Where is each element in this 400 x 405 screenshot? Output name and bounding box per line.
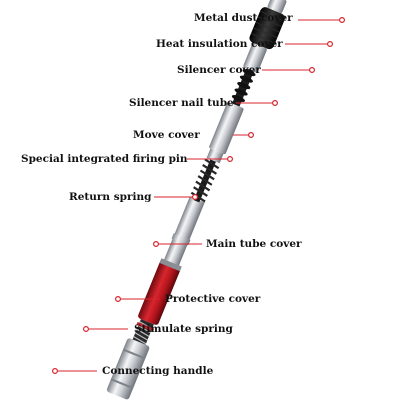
dot-silencer-cover xyxy=(309,66,316,73)
label-connecting-handle: Connecting handle xyxy=(102,365,214,377)
label-silencer-cover: Silencer cover xyxy=(177,64,261,76)
connecting-handle-part xyxy=(106,338,150,400)
main-tube-cover-part xyxy=(164,196,205,266)
dot-stimulate-spring xyxy=(82,326,89,333)
dot-silencer-nail-tube xyxy=(272,99,279,106)
label-move-cover: Move cover xyxy=(133,129,200,141)
label-main-tube-cover: Main tube cover xyxy=(206,238,302,250)
label-metal-dust-cover: Metal dust cover xyxy=(194,12,293,24)
silencer-nail-tube-part xyxy=(231,68,256,107)
label-special-integrated-firing-pin: Special integrated firing pin xyxy=(21,153,188,165)
dot-connecting-handle xyxy=(51,368,58,375)
dot-heat-insulation-cover xyxy=(327,40,334,47)
dot-main-tube-cover xyxy=(153,241,160,248)
dot-firing-pin xyxy=(227,156,234,163)
metal-dust-cover-part xyxy=(267,0,287,13)
label-stimulate-spring: Stimulate spring xyxy=(134,323,233,335)
label-silencer-nail-tube: Silencer nail tube xyxy=(129,97,234,109)
dot-return-spring xyxy=(192,194,199,201)
firing-pin-part xyxy=(206,148,224,164)
protective-cover-part xyxy=(138,259,181,325)
dot-metal-dust-cover xyxy=(339,17,346,24)
silencer-cover-part xyxy=(243,43,267,73)
move-cover-part xyxy=(209,102,244,155)
dot-move-cover xyxy=(248,132,255,139)
label-return-spring: Return spring xyxy=(69,191,152,203)
stimulate-spring-part xyxy=(132,319,155,345)
dot-protective-cover xyxy=(114,296,121,303)
label-protective-cover: Protective cover xyxy=(165,293,261,305)
label-heat-insulation-cover: Heat insulation cover xyxy=(156,38,283,50)
return-spring-part xyxy=(190,158,220,203)
